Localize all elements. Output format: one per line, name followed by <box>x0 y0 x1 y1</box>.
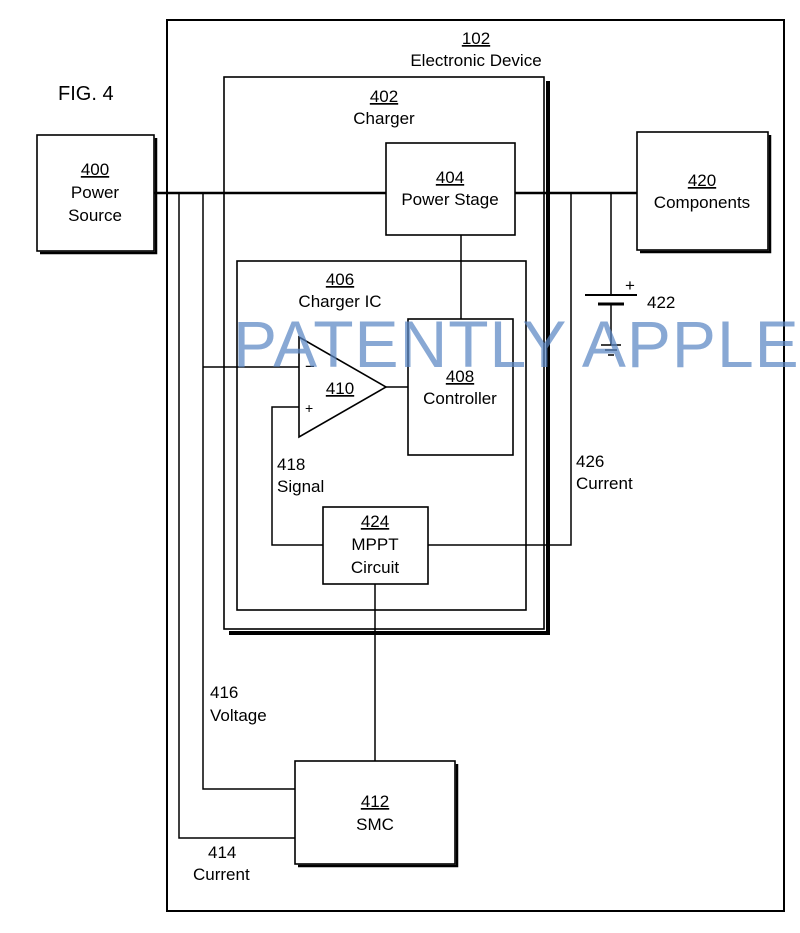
figure-label: FIG. 4 <box>58 83 114 105</box>
power-source-number: 400 <box>81 160 109 179</box>
power-stage-number: 404 <box>436 168 464 187</box>
power-stage-label: Power Stage <box>401 190 498 209</box>
battery-number: 422 <box>647 293 675 312</box>
components-shadow <box>640 135 772 254</box>
amplifier-triangle <box>298 335 388 439</box>
current-414-line <box>178 193 295 839</box>
charger-box <box>223 76 545 630</box>
device-box <box>166 19 785 912</box>
device-label: Electronic Device <box>410 51 541 70</box>
controller-number: 408 <box>446 367 474 386</box>
charger-label: Charger <box>353 109 415 128</box>
charger-number: 402 <box>370 87 398 106</box>
signal-418-label: Signal <box>277 477 324 496</box>
controller-label: Controller <box>423 389 497 408</box>
mppt-box <box>322 506 429 585</box>
charger-box-shadow <box>229 81 550 635</box>
power-stage-box <box>385 142 516 236</box>
current-426-number: 426 <box>576 452 604 471</box>
voltage-416-bus-line <box>202 193 295 790</box>
power-source-label-2: Source <box>68 206 122 225</box>
signal-418-number: 418 <box>277 455 305 474</box>
smc-box <box>294 760 456 865</box>
battery-plus: + <box>625 276 635 295</box>
components-number: 420 <box>688 171 716 190</box>
charger-ic-label: Charger IC <box>298 292 381 311</box>
current-426-label: Current <box>576 474 633 493</box>
components-box <box>636 131 769 251</box>
current-426-line <box>428 193 572 546</box>
charger-ic-box <box>236 260 527 611</box>
smc-number: 412 <box>361 792 389 811</box>
mppt-number: 424 <box>361 512 389 531</box>
amplifier-minus: − <box>305 357 315 376</box>
mppt-label-2: Circuit <box>351 558 399 577</box>
components-label: Components <box>654 193 750 212</box>
power-source-box <box>36 134 155 252</box>
power-source-label-1: Power <box>71 183 120 202</box>
smc-label: SMC <box>356 815 394 834</box>
amplifier-number: 410 <box>326 379 354 398</box>
power-source-shadow <box>40 138 158 255</box>
current-414-number: 414 <box>208 843 236 862</box>
current-414-label: Current <box>193 865 250 884</box>
voltage-416-label: Voltage <box>210 706 267 725</box>
watermark-text: PATENTLY APPLE <box>233 307 800 381</box>
mppt-label-1: MPPT <box>351 535 398 554</box>
device-number: 102 <box>462 29 490 48</box>
charger-ic-number: 406 <box>326 270 354 289</box>
amplifier-plus: + <box>305 400 313 416</box>
signal-418-line <box>271 406 323 546</box>
voltage-416-number: 416 <box>210 683 238 702</box>
smc-shadow <box>298 764 459 868</box>
